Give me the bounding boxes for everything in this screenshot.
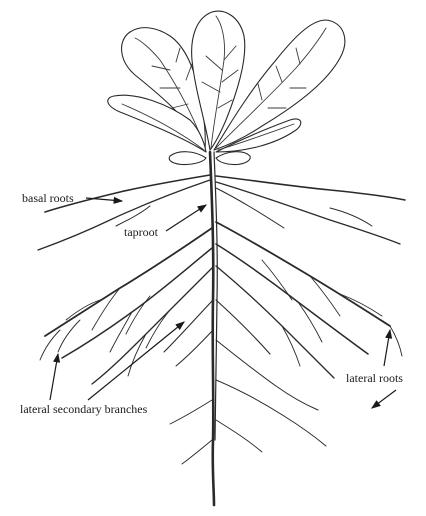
leaflet-left xyxy=(169,152,206,165)
basal-roots xyxy=(38,175,405,250)
lateral-secondary-branches-label: lateral secondary branches xyxy=(20,402,148,416)
arrow-lateral-roots-down xyxy=(372,390,396,408)
lateral-roots-left xyxy=(40,228,213,384)
arrow-lateral-roots-up xyxy=(384,330,390,366)
taproot-label: taproot xyxy=(124,225,159,239)
arrow-lateral-secondary-right xyxy=(88,322,184,400)
leaflet-right xyxy=(216,152,250,165)
leaves xyxy=(108,11,345,164)
lateral-roots-right xyxy=(170,222,402,464)
arrow-lateral-secondary-left xyxy=(50,354,58,400)
taproot-line xyxy=(210,152,217,505)
arrow-taproot xyxy=(166,205,206,231)
basal-roots-label: basal roots xyxy=(22,191,74,205)
lateral-roots-label: lateral roots xyxy=(346,371,403,385)
